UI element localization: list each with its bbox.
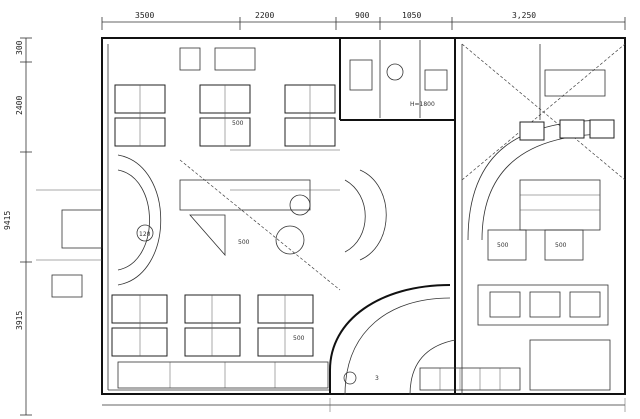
central-curve-counter [179,149,387,291]
top-table-row: 500 [114,47,336,147]
booth-seating: 500 500 [467,119,615,261]
dim-top-4: 1050 [402,11,421,20]
dim-top-2: 2200 [255,11,274,20]
dim-500-e: 500 [555,242,567,249]
left-round-table: 120 [117,154,226,286]
kitchen-counter [419,284,611,391]
dim-500-c: 500 [238,239,250,246]
entrance-curve: 3 [329,284,456,396]
arrow-mark: 3 [375,375,379,382]
dim-500-b: 500 [293,335,305,342]
dim-500-d: 500 [497,242,509,249]
top-dimension-line: 3500 2200 900 1050 3,250 [101,11,626,30]
bottom-dimension-line [102,398,626,412]
left-dimension-line: 300 2400 9415 3915 [3,37,32,416]
dim-top-5: 3,250 [512,11,536,20]
dim-top-3: 900 [355,11,370,20]
bottom-table-row: 500 500 [111,239,329,389]
h-label: H=1800 [410,101,435,108]
outer-walls [36,37,626,395]
dim-left-2: 2400 [15,96,24,115]
dim-top-1: 3500 [135,11,154,20]
back-of-house-partitions: H=1800 [339,38,626,395]
dim-left-3: 9415 [3,211,12,230]
seat-marker: 120 [139,231,151,238]
dim-left-4: 3915 [15,311,24,330]
dim-500-a: 500 [232,120,244,127]
dim-left-1: 300 [15,40,24,55]
